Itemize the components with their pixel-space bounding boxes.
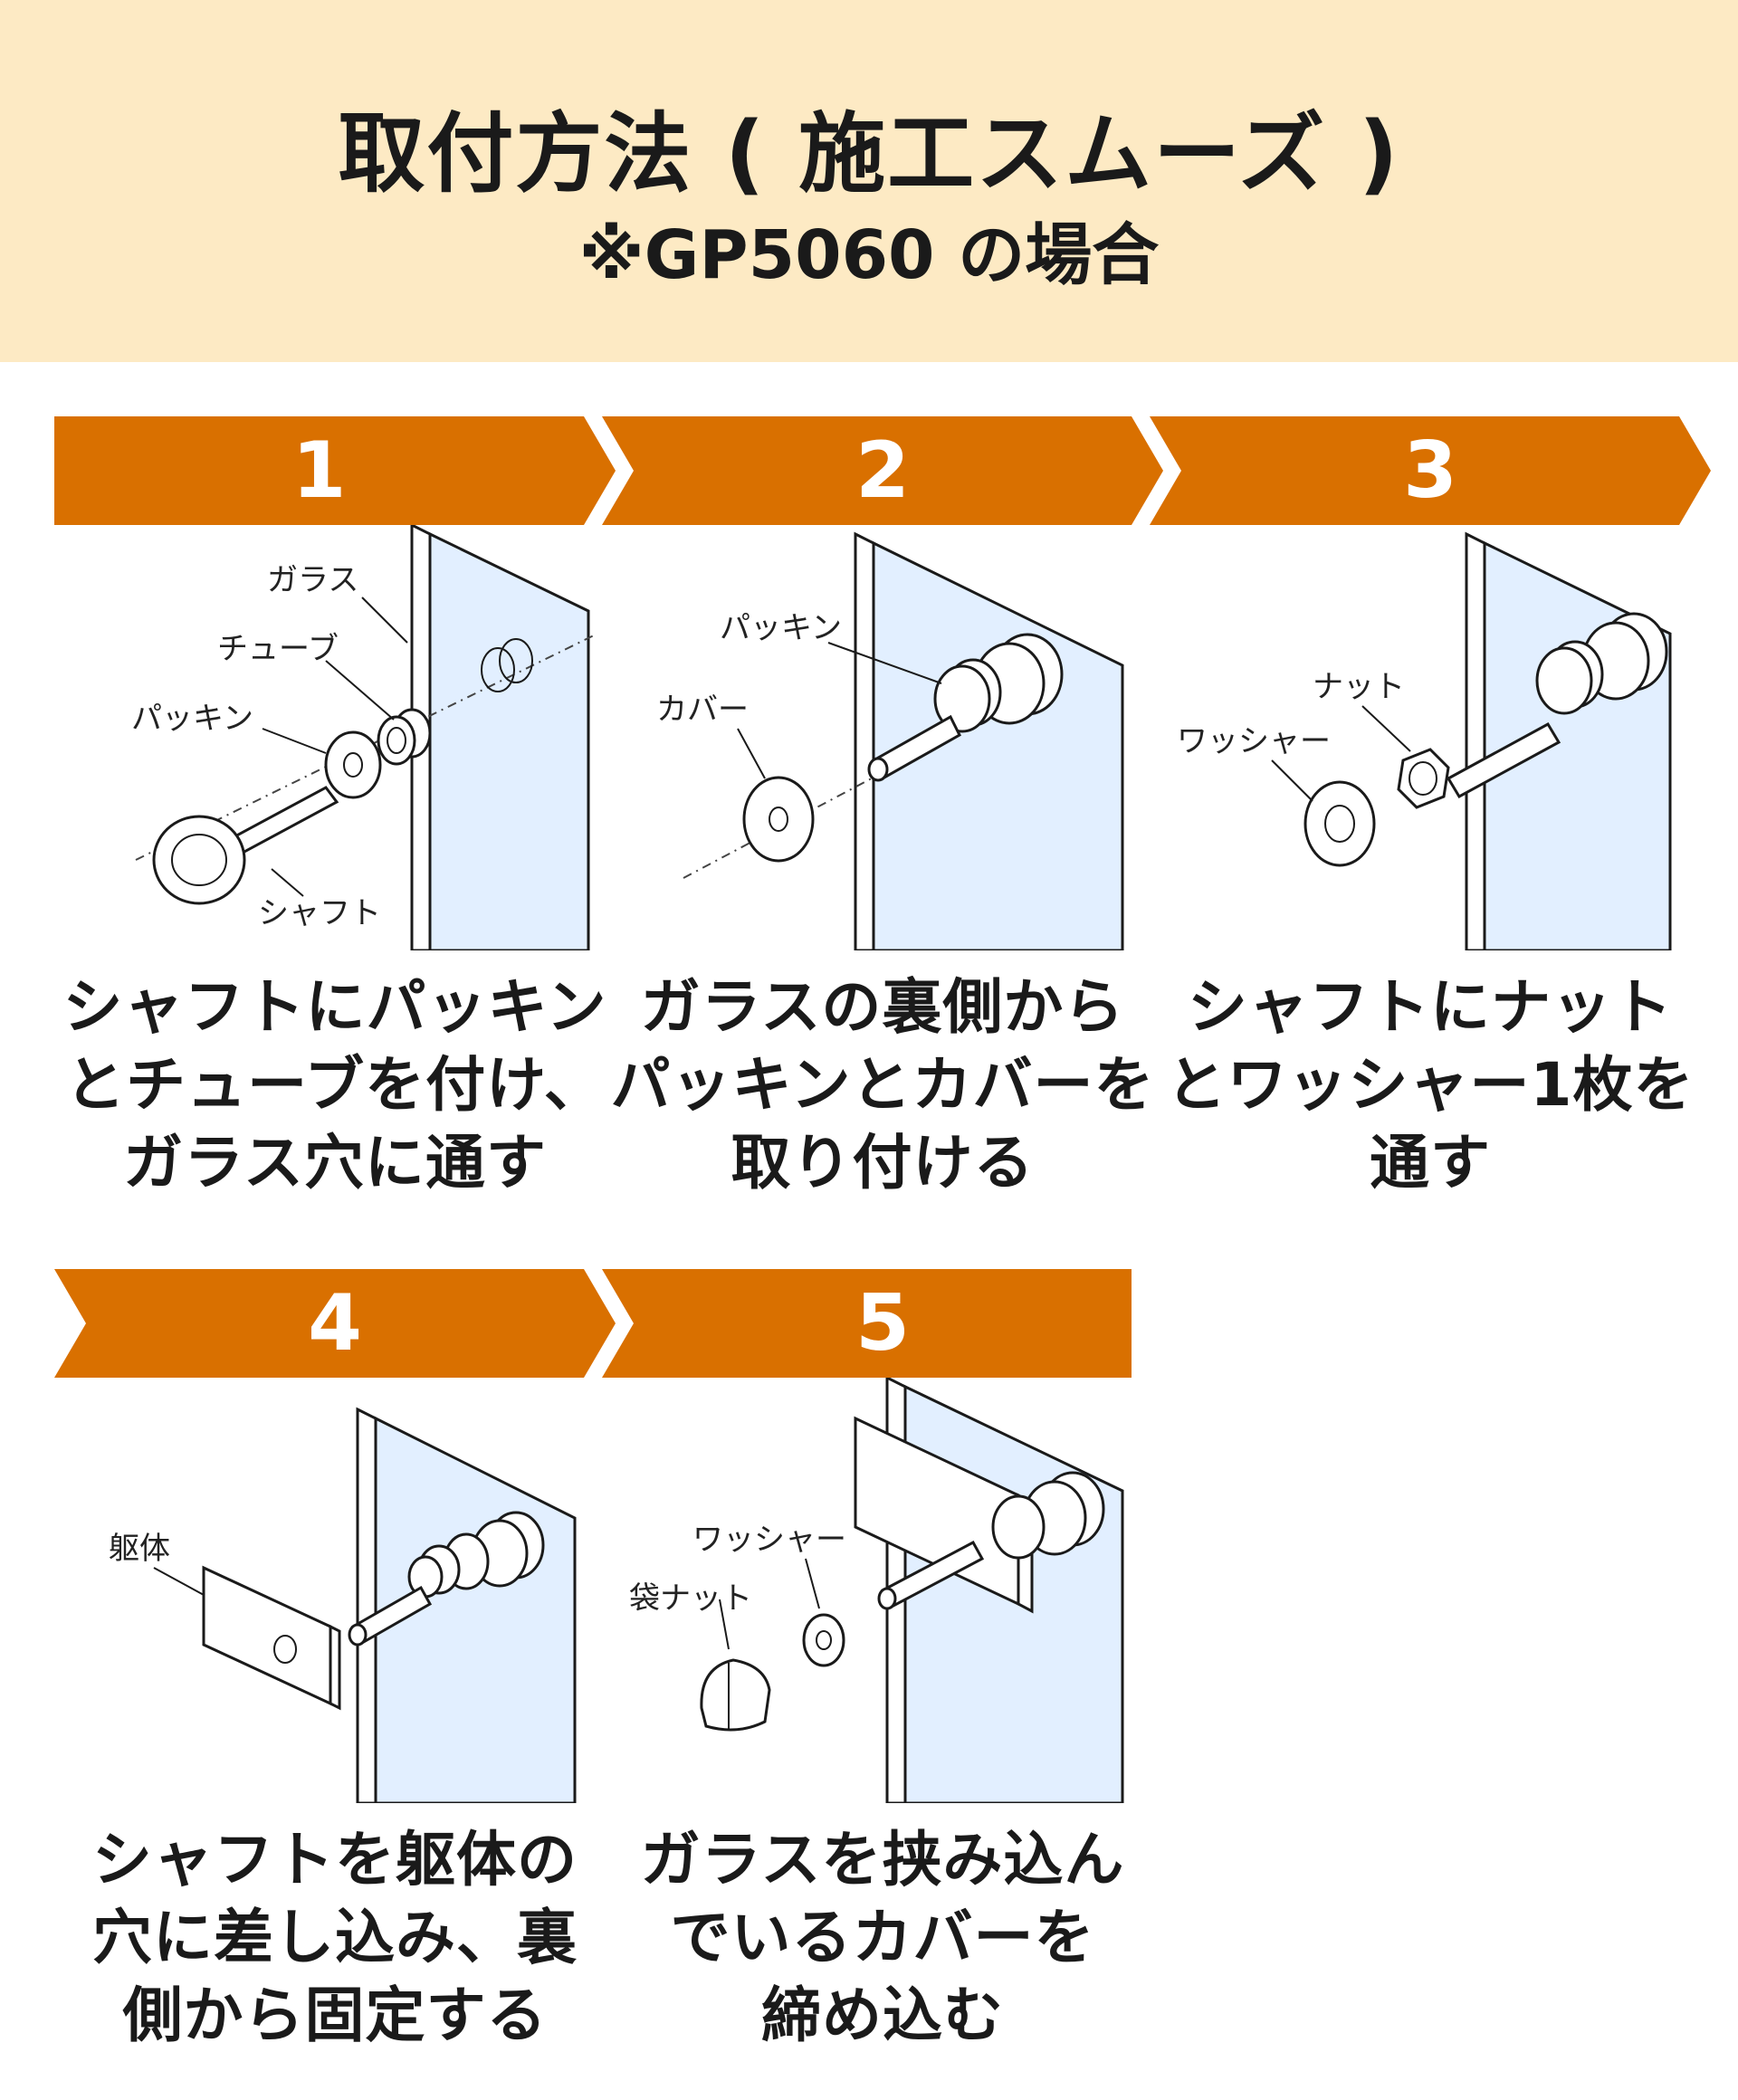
label-tube: チューブ [217, 631, 339, 667]
caption-line: 取り付ける [731, 1128, 1035, 1198]
caption-line: 穴に差し込み、裏 [92, 1903, 578, 1972]
step-illustration: ナット ワッシャー [1177, 531, 1672, 950]
header: 取付方法 ( 施工スムーズ ) ※GP5060 の場合 [0, 0, 1738, 362]
step-number: 1 [291, 425, 347, 516]
step-banner [1150, 416, 1711, 525]
step-caption: ガラスを挟み込ん でいるカバーを 締め込む [602, 1821, 1163, 2055]
caption-line: とワッシャー1枚を [1166, 1050, 1695, 1120]
step-banner [54, 416, 616, 525]
label-shaft: シャフト [258, 895, 381, 931]
label-packing: パッキン [131, 701, 253, 737]
step-caption: シャフトにパッキン とチューブを付け、 ガラス穴に通す [54, 969, 616, 1202]
caption-line: ガラスを挟み込ん [640, 1825, 1125, 1895]
caption-line: 通す [1370, 1128, 1491, 1198]
label-body: 躯体 [109, 1531, 170, 1567]
caption-line: でいるカバーを [670, 1903, 1095, 1972]
step-number: 3 [1403, 425, 1457, 516]
step-caption: シャフトにナット とワッシャー1枚を 通す [1150, 969, 1711, 1202]
label-cover: カバー [656, 692, 749, 728]
label-nut: ナット [1313, 669, 1405, 705]
caption-line: 側から固定する [122, 1981, 548, 2050]
step-banner [602, 1269, 1132, 1378]
label-washer: ワッシャー [1177, 723, 1331, 759]
step-caption: シャフトを躯体の 穴に差し込み、裏 側から固定する [54, 1821, 616, 2055]
step-illustration: パッキン カバー [656, 531, 1124, 950]
label-packing: パッキン [720, 610, 842, 646]
banner-arrow [602, 1269, 1132, 1378]
label-washer: ワッシャー [692, 1522, 846, 1558]
label-cap-nut: 袋ナット [629, 1580, 752, 1617]
step-illustration: ガラス チューブ パッキン シャフト [131, 525, 598, 950]
caption-line: ガラスの裏側から [640, 972, 1125, 1042]
page-title: 取付方法 ( 施工スムーズ ) [338, 103, 1400, 205]
step-illustration: 躯体 [109, 1407, 577, 1803]
step-number: 4 [308, 1278, 362, 1369]
step-illustration: ワッシャー 袋ナット [629, 1378, 1124, 1803]
caption-line: シャフトを躯体の [92, 1825, 578, 1895]
label-glass: ガラス [267, 562, 358, 598]
banner-arrow [1150, 416, 1711, 525]
step-number: 5 [855, 1278, 910, 1369]
caption-line: ガラス穴に通す [123, 1128, 547, 1198]
step-banner [54, 1269, 616, 1378]
caption-line: パッキンとカバーを [610, 1050, 1155, 1120]
banner-arrow [54, 416, 616, 525]
caption-line: とチューブを付け、 [65, 1050, 605, 1120]
banner-arrow [54, 1269, 616, 1378]
step-number: 2 [855, 425, 910, 516]
caption-line: 締め込む [761, 1981, 1004, 2050]
caption-line: シャフトにパッキン [62, 972, 607, 1042]
step-caption: ガラスの裏側から パッキンとカバーを 取り付ける [602, 969, 1163, 1202]
page-subtitle: ※GP5060 の場合 [578, 216, 1160, 294]
banner-arrow [602, 416, 1163, 525]
step-banner [602, 416, 1163, 525]
caption-line: シャフトにナット [1188, 972, 1673, 1042]
